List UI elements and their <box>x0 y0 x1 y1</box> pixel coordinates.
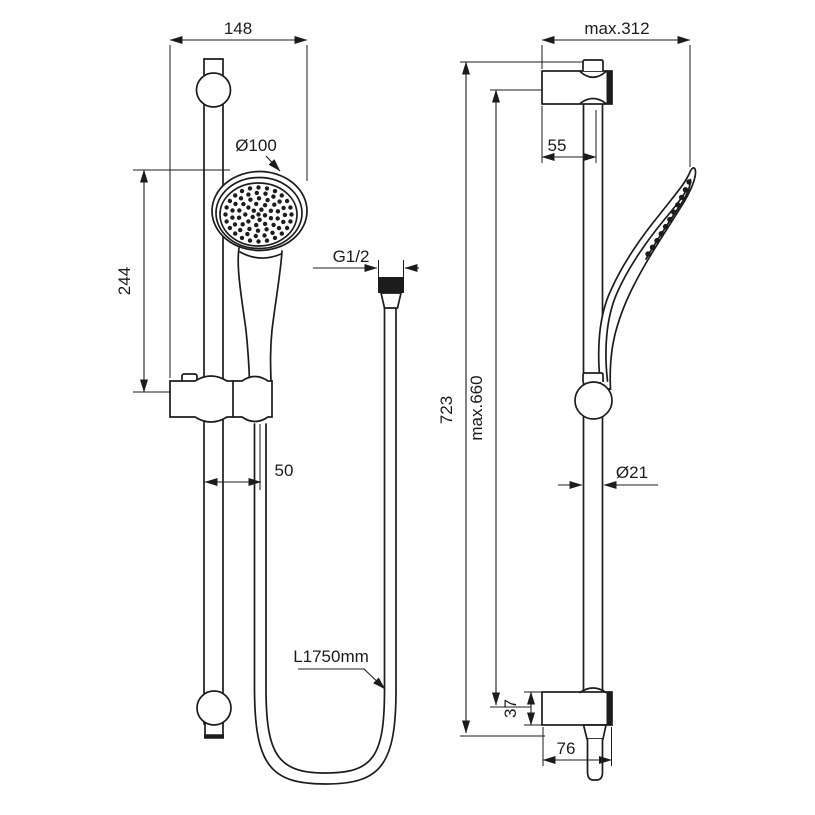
hose-connector <box>378 277 404 309</box>
spray-nozzle-dots <box>223 185 294 244</box>
slider-knob <box>574 381 613 420</box>
dim-723: 723 <box>437 61 583 737</box>
rail-bottom-mount <box>196 690 232 726</box>
slider-bracket-front <box>169 373 273 423</box>
hand-shower-side <box>574 167 697 420</box>
wall-bracket-top <box>541 59 613 105</box>
dim-148: 148 <box>169 19 308 378</box>
dim-max312: max.312 <box>541 19 691 167</box>
dim-max660: max.660 <box>467 89 542 708</box>
dim-37: 37 <box>501 691 542 726</box>
dim-hose-length: L1750mm <box>293 647 386 690</box>
dim-label-head-height: 244 <box>115 267 134 295</box>
dim-label-width: 148 <box>224 19 252 38</box>
handle-neck-line <box>239 251 282 259</box>
dim-label-depth: max.312 <box>584 19 649 38</box>
dim-76: 76 <box>542 727 612 766</box>
shower-hose <box>253 307 397 785</box>
shower-head-front <box>211 170 308 382</box>
dim-label-rail-length: 723 <box>437 396 456 424</box>
front-view: 148 Ø100 244 50 G1/2 <box>115 19 419 785</box>
dim-label-hose-length: L1750mm <box>293 647 369 666</box>
wall-bracket-bottom <box>541 687 613 781</box>
dim-label-head-diameter: Ø100 <box>235 136 277 155</box>
rail-top-cap <box>582 59 604 71</box>
dim-label-bracket-height: 37 <box>501 699 520 718</box>
dim-244: 244 <box>115 169 230 393</box>
rail-bottom-end <box>204 723 224 739</box>
dim-label-offset: 50 <box>275 461 294 480</box>
slider-clamp <box>582 372 604 382</box>
dim-label-thread: G1/2 <box>333 247 370 266</box>
dim-head-diameter: Ø100 <box>235 136 281 172</box>
spray-edge-dots <box>645 179 692 257</box>
dim-55: 55 <box>541 106 597 163</box>
side-view: max.312 55 723 max.660 Ø21 <box>437 19 697 781</box>
dim-label-rail-diameter: Ø21 <box>616 463 648 482</box>
dim-thread: G1/2 <box>313 247 419 277</box>
dim-label-travel: max.660 <box>467 375 486 440</box>
dim-50: 50 <box>204 424 294 490</box>
shower-head-side-outline <box>597 167 697 390</box>
dim-label-wall-offset: 55 <box>548 136 567 155</box>
handle-right-edge <box>269 250 283 382</box>
rail-top-mount <box>195 72 232 108</box>
connector-nut <box>378 277 404 293</box>
handle-left-edge <box>237 247 251 382</box>
dim-rail-diameter: Ø21 <box>558 463 658 489</box>
dim-label-bracket-width: 76 <box>557 739 576 758</box>
rail-bottom-shoulder <box>582 724 608 740</box>
